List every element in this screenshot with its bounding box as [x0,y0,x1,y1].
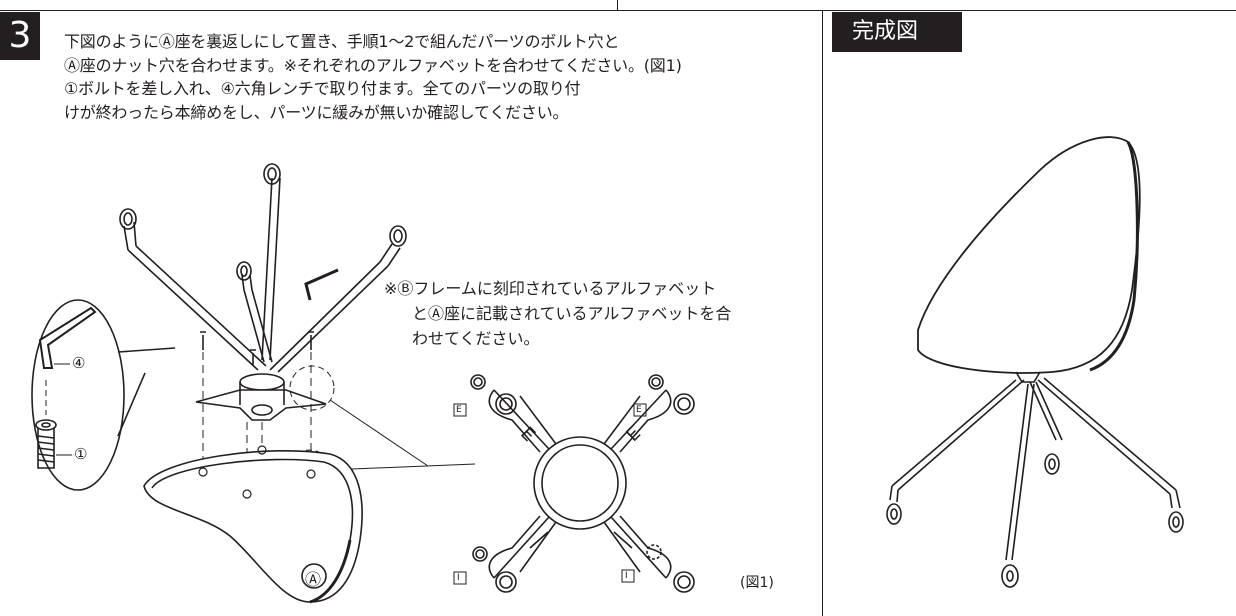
top-rule [0,10,1236,11]
letter-i-left: I [457,573,460,583]
step-instructions: 下図のようにⒶ座を裏返しにして置き、手順1〜2で組んだパーツのボルト穴と Ⓐ座の… [64,30,824,124]
letter-i-right: I [625,571,628,581]
step-number: 3 [0,12,40,60]
instruction-line-1: 下図のようにⒶ座を裏返しにして置き、手順1〜2で組んだパーツのボルト穴と [64,32,620,51]
alphabet-note: ※Ⓑフレームに刻印されているアルファベット とⒶ座に記載されているアルファベット… [384,276,731,351]
note-line-3: わせてください。 [412,329,540,348]
completed-chair [886,136,1184,588]
seat-callout: Ⓐ [305,570,322,589]
parts-zoom-circle [31,299,176,491]
figure1-base-plate [453,374,695,593]
center-tick [617,0,618,10]
letter-e-right: E [636,405,642,415]
bolt-callout: ① [74,445,88,463]
seat-upside-down [143,445,363,604]
note-line-1: ※Ⓑフレームに刻印されているアルファベット [384,279,717,298]
instruction-line-3: ①ボルトを差し入れ、④六角レンチで取り付ます。全てのパーツの取り付 [64,79,581,98]
letter-e-left: E [456,405,462,415]
instruction-line-4: けが終わったら本締めをし、パーツに緩みが無いか確認してください。 [64,102,569,122]
chair-base-exploded [119,163,407,492]
figure-1-label: (図1) [740,575,774,591]
hex-wrench-icon [38,306,97,369]
instruction-line-2: Ⓐ座のナット穴を合わせます。※それぞれのアルファベットを合わせてください。(図1… [64,55,682,75]
bolt-icon [35,380,72,469]
column-divider [822,10,823,616]
note-line-2: とⒶ座に記載されているアルファベットを合 [412,304,732,323]
wrench-callout: ④ [72,354,86,372]
completed-figure-title: 完成図 [832,12,962,52]
